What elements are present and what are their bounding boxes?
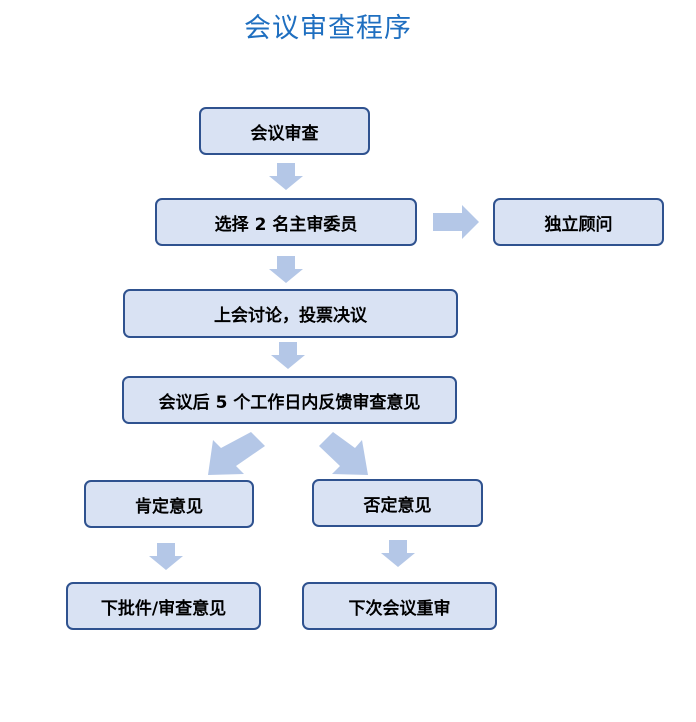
diagram-title: 会议审查程序 (244, 13, 412, 44)
arrow-down-1 (269, 163, 303, 190)
arrow-diag-left (208, 432, 265, 475)
arrow-down-2 (269, 256, 303, 283)
node-meeting-review: 会议审查 (199, 107, 370, 155)
arrow-down-5 (381, 540, 415, 567)
arrow-diag-right (319, 432, 368, 475)
arrow-down-4 (149, 543, 183, 570)
node-select-reviewers: 选择 2 名主审委员 (155, 198, 417, 246)
node-feedback: 会议后 5 个工作日内反馈审查意见 (122, 376, 457, 424)
node-issue-approval: 下批件/审查意见 (66, 582, 261, 630)
node-discuss-vote: 上会讨论，投票决议 (123, 289, 458, 338)
node-negative-opinion: 否定意见 (312, 479, 483, 527)
arrow-down-3 (271, 342, 305, 369)
node-positive-opinion: 肯定意见 (84, 480, 254, 528)
node-next-review: 下次会议重审 (302, 582, 497, 630)
node-independent-consultant: 独立顾问 (493, 198, 664, 246)
arrow-right-consultant (433, 205, 479, 239)
